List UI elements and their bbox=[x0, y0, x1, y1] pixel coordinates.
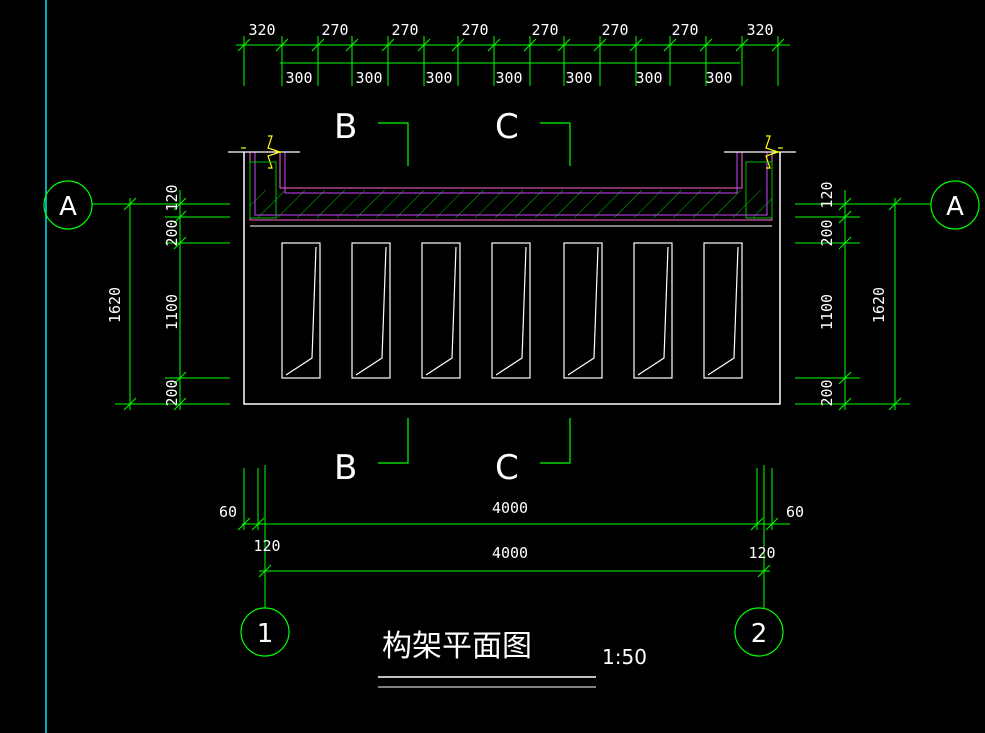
right-dimension-labels: 120 200 1100 200 1620 bbox=[818, 181, 888, 406]
left-dim-200a: 200 bbox=[163, 219, 181, 246]
top-tick-mark bbox=[381, 38, 395, 52]
top-tick-mark bbox=[699, 38, 713, 52]
opening-rect bbox=[491, 242, 531, 379]
axis-2-circle bbox=[734, 607, 784, 657]
opening-diagonal bbox=[637, 246, 669, 376]
bottom-dim-span2: 4000 bbox=[492, 544, 528, 562]
section-mark-b-bottom: B bbox=[334, 448, 357, 488]
left-dim-total: 1620 bbox=[106, 287, 124, 323]
opening-diagonal bbox=[707, 246, 739, 376]
right-dim-200b: 200 bbox=[818, 379, 836, 406]
axis-1-label: 1 bbox=[257, 619, 274, 649]
right-dim-120: 120 bbox=[818, 181, 836, 208]
opening-diagonal bbox=[355, 246, 387, 376]
top-dim-4: 270 bbox=[461, 21, 488, 39]
top-tick-mark bbox=[735, 38, 749, 52]
left-dim-1100: 1100 bbox=[163, 294, 181, 330]
axis-a-left-circle bbox=[43, 180, 93, 230]
opening-rect bbox=[633, 242, 673, 379]
opening-diagonal bbox=[495, 246, 527, 376]
top-tick-mark bbox=[345, 38, 359, 52]
section-mark-c-top: C bbox=[495, 107, 519, 147]
bottom-dim-span1: 4000 bbox=[492, 499, 528, 517]
opening-diagonal bbox=[285, 246, 317, 376]
bottom-dim-right-60: 60 bbox=[786, 503, 804, 521]
right-dim-1100: 1100 bbox=[818, 294, 836, 330]
top-tick-mark bbox=[557, 38, 571, 52]
section-mark-c-bottom: C bbox=[495, 448, 519, 488]
top-dimension-lines bbox=[236, 36, 790, 86]
top-dim-1: 320 bbox=[248, 21, 275, 39]
bottom-dim-left-60: 60 bbox=[219, 503, 237, 521]
right-dim-total: 1620 bbox=[870, 287, 888, 323]
axis-a-right-label: A bbox=[946, 192, 964, 222]
top-dim2-5: 300 bbox=[565, 69, 592, 87]
opening-rect bbox=[703, 242, 743, 379]
axis-a-left-label: A bbox=[59, 192, 77, 222]
structure-outline bbox=[228, 135, 796, 405]
top-dim-7: 270 bbox=[671, 21, 698, 39]
left-dim-120: 120 bbox=[163, 184, 181, 211]
opening-rect bbox=[281, 242, 321, 379]
axis-a-right-circle bbox=[930, 180, 980, 230]
opening-diagonal bbox=[425, 246, 457, 376]
top-dim2-1: 300 bbox=[285, 69, 312, 87]
right-dimensions bbox=[795, 190, 915, 411]
top-tick-mark bbox=[629, 38, 643, 52]
top-dim2-3: 300 bbox=[425, 69, 452, 87]
top-dim2-6: 300 bbox=[635, 69, 662, 87]
opening-rect bbox=[563, 242, 603, 379]
top-tick-mark bbox=[237, 38, 251, 52]
right-dim-200a: 200 bbox=[818, 219, 836, 246]
top-tick-mark bbox=[311, 38, 325, 52]
opening-rect bbox=[421, 242, 461, 379]
axis-bubbles: A A 1 2 bbox=[43, 180, 980, 657]
top-tick-mark bbox=[771, 38, 785, 52]
beam-hatch bbox=[250, 190, 772, 218]
top-dim-8: 320 bbox=[746, 21, 773, 39]
bottom-dimension-labels: 60 60 4000 120 120 4000 bbox=[219, 499, 804, 562]
top-dimension-row2: 300 300 300 300 300 300 300 bbox=[285, 69, 732, 87]
top-tick-mark bbox=[275, 38, 289, 52]
top-tick-mark bbox=[523, 38, 537, 52]
bottom-dimensions bbox=[237, 465, 790, 608]
top-tick-mark bbox=[451, 38, 465, 52]
top-dim2-7: 300 bbox=[705, 69, 732, 87]
top-tick-mark bbox=[487, 38, 501, 52]
top-dim2-4: 300 bbox=[495, 69, 522, 87]
top-tick-mark bbox=[593, 38, 607, 52]
top-dim-6: 270 bbox=[601, 21, 628, 39]
axis-2-label: 2 bbox=[751, 619, 768, 649]
top-dim-3: 270 bbox=[391, 21, 418, 39]
left-dim-200b: 200 bbox=[163, 379, 181, 406]
openings bbox=[281, 242, 743, 379]
left-dimension-labels: 120 200 1100 200 1620 bbox=[106, 184, 181, 406]
top-tick-mark bbox=[663, 38, 677, 52]
opening-rect bbox=[351, 242, 391, 379]
top-dimension-row1: 320 270 270 270 270 270 270 320 bbox=[248, 21, 773, 39]
title-text: 构架平面图 bbox=[382, 629, 532, 664]
top-tick-mark bbox=[417, 38, 431, 52]
bottom-dim-left-120: 120 bbox=[253, 537, 280, 555]
section-mark-b-top: B bbox=[334, 107, 357, 147]
top-dim2-2: 300 bbox=[355, 69, 382, 87]
bottom-dim-right-120: 120 bbox=[748, 544, 775, 562]
drawing-title: 构架平面图 1:50 bbox=[378, 629, 647, 688]
scale-text: 1:50 bbox=[602, 645, 647, 669]
opening-diagonal bbox=[567, 246, 599, 376]
break-symbol-right bbox=[765, 135, 780, 169]
break-symbol-left bbox=[267, 135, 282, 169]
top-dim-2: 270 bbox=[321, 21, 348, 39]
top-dim-5: 270 bbox=[531, 21, 558, 39]
section-marks: B C B C bbox=[334, 107, 571, 488]
